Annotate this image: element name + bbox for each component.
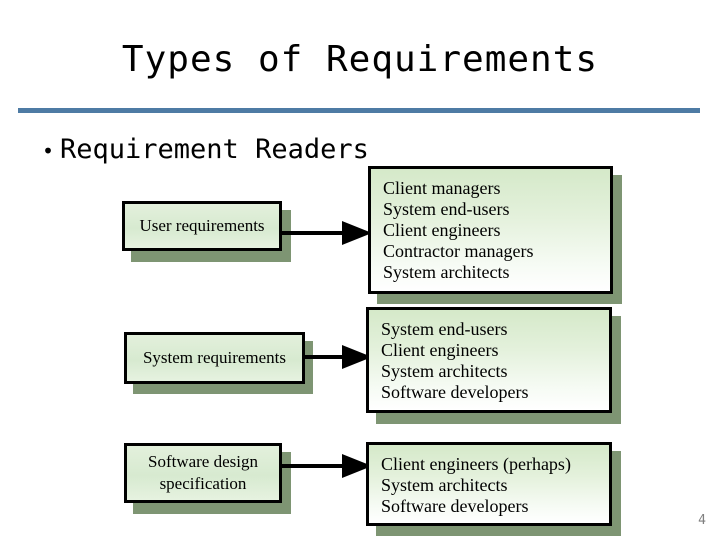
source-box-label: System requirements: [142, 348, 287, 367]
source-box-software-design-specification: Software design specification: [124, 443, 282, 503]
source-box-system-requirements: System requirements: [124, 332, 305, 384]
reader-item: System architects: [381, 361, 508, 381]
reader-item: System end-users: [381, 319, 508, 339]
page-title: Types of Requirements: [121, 39, 599, 80]
source-box-label: User requirements: [139, 216, 265, 235]
diagram-row: Software design specification Client eng…: [0, 437, 720, 536]
reader-item: Client engineers (perhaps): [381, 454, 571, 474]
flow-arrow-icon: [298, 345, 372, 369]
title-divider-rule: [18, 108, 700, 113]
reader-item: Software developers: [381, 382, 529, 402]
bullet-item-requirement-readers: • Requirement Readers: [42, 133, 369, 168]
readers-box-user-requirements: Client managers System end-users Client …: [368, 166, 613, 294]
page-number: 4: [698, 513, 706, 528]
source-box-label: Software design specification: [148, 451, 258, 495]
flow-arrow-icon: [276, 221, 372, 245]
reader-item: Software developers: [381, 496, 529, 516]
source-box-label-line: Software design: [147, 452, 258, 471]
flow-arrow-icon: [276, 454, 372, 478]
source-box-user-requirements: User requirements: [122, 201, 282, 251]
reader-item: Client engineers: [381, 340, 499, 360]
bullet-dot-icon: •: [42, 139, 55, 163]
diagram-row: User requirements Client managers System…: [0, 160, 720, 304]
readers-box-system-requirements: System end-users Client engineers System…: [366, 307, 612, 413]
readers-box-software-design-specification: Client engineers (perhaps) System archit…: [366, 442, 612, 526]
reader-item: System end-users: [383, 199, 510, 219]
bullet-label: Requirement Readers: [60, 134, 369, 165]
reader-item: System architects: [383, 262, 510, 282]
reader-item: Client engineers: [383, 220, 501, 240]
diagram-row: System requirements System end-users Cli…: [0, 302, 720, 424]
reader-item: Client managers: [383, 178, 501, 198]
source-box-label-line: specification: [159, 474, 247, 493]
reader-item: System architects: [381, 475, 508, 495]
reader-item: Contractor managers: [383, 241, 534, 261]
